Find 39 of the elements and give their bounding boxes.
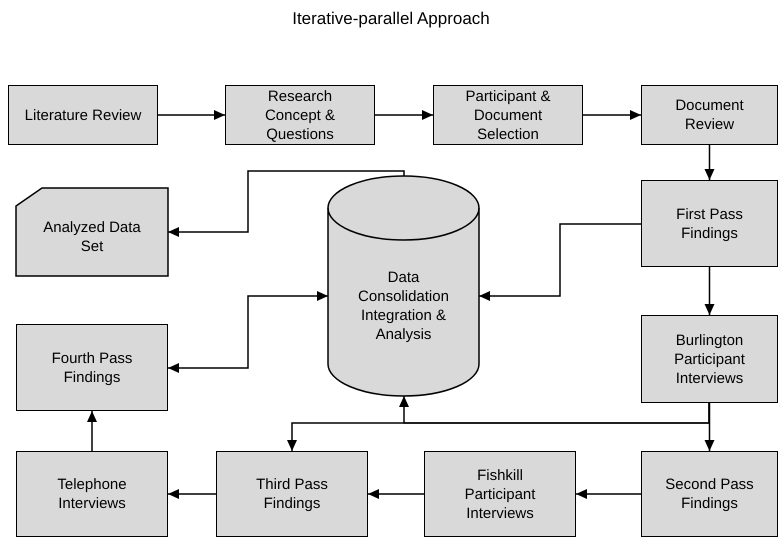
node-label: Document Review [674, 96, 745, 134]
arrow [704, 145, 714, 180]
process-box [641, 180, 778, 267]
node-label: Analyzed Data Set [42, 218, 142, 256]
arrow [479, 223, 641, 301]
arrow [87, 411, 97, 451]
process-box [641, 451, 778, 537]
process-box [225, 85, 375, 145]
process-box [641, 85, 778, 145]
node-label: Participant & Document Selection [464, 86, 552, 144]
node-label: Data Consolidation Integration & Analysis [357, 268, 450, 344]
arrow [704, 267, 714, 315]
process-box [216, 451, 368, 537]
node-label: Second Pass Findings [664, 475, 755, 513]
process-box [641, 315, 778, 403]
diagram-title: Iterative-parallel Approach [291, 8, 491, 30]
arrow [158, 110, 225, 120]
node-label: Fishkill Participant Interviews [464, 466, 536, 522]
process-box [16, 324, 168, 411]
process-box [433, 85, 583, 145]
node-label: Burlington Participant Interviews [673, 330, 746, 388]
node-label: Fourth Pass Findings [50, 348, 134, 386]
node-label: Research Concept & Questions [264, 86, 336, 144]
process-box [16, 451, 168, 537]
process-box [424, 451, 576, 537]
arrow [704, 403, 714, 451]
node-label: Telephone Interviews [56, 475, 128, 513]
arrow [368, 489, 424, 499]
node-label: First Pass Findings [675, 204, 744, 242]
arrow [375, 110, 433, 120]
arrow [168, 291, 328, 373]
arrow [287, 403, 710, 451]
node-label: Third Pass Findings [255, 475, 329, 513]
arrow [583, 110, 641, 120]
arrow [168, 489, 216, 499]
process-box [8, 85, 158, 145]
arrow [576, 489, 641, 499]
node-label: Literature Review [24, 106, 142, 124]
arrow [168, 170, 405, 237]
